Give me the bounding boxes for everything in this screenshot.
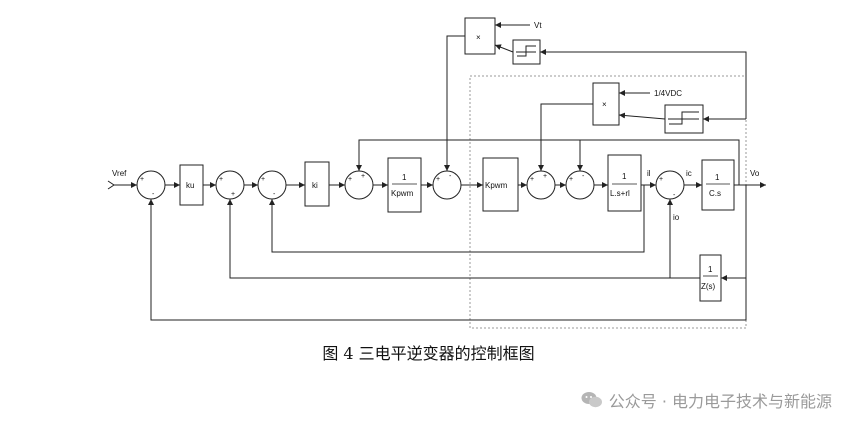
svg-text:+: +: [530, 176, 534, 183]
block-kpwm: Kpwm: [482, 157, 519, 212]
svg-text:×: ×: [602, 100, 607, 109]
svg-text:+: +: [659, 176, 663, 183]
feedback-wires: [148, 49, 747, 321]
svg-text:1: 1: [715, 173, 720, 182]
watermark: 公众号 · 电力电子技术与新能源: [581, 388, 832, 412]
svg-text:-: -: [449, 173, 452, 180]
svg-text:-: -: [582, 173, 585, 180]
svg-text:Kpwm: Kpwm: [391, 189, 414, 198]
svg-text:×: ×: [476, 33, 481, 42]
vo-label: Vo: [750, 169, 760, 178]
multiplier-lower: ×: [592, 82, 620, 126]
svg-text:+: +: [231, 191, 235, 198]
block-ku: ku: [179, 164, 204, 206]
multiplier-upper-out: [444, 35, 465, 171]
block-inductor: 1 L.s+rl: [607, 154, 642, 212]
io-label: io: [673, 213, 680, 222]
svg-text:C.s: C.s: [709, 189, 721, 198]
svg-text:+: +: [436, 176, 440, 183]
block-inverse-kpwm: 1 Kpwm: [387, 157, 422, 213]
svg-text:ki: ki: [312, 181, 318, 190]
svg-text:+: +: [569, 176, 573, 183]
svg-text:+: +: [543, 173, 547, 180]
sum-signs: + - + + + - + + + - + + + - + -: [140, 173, 676, 199]
svg-text:Kpwm: Kpwm: [485, 181, 508, 190]
svg-text:+: +: [348, 176, 352, 183]
sign-block-upper: [512, 39, 541, 65]
vt-label: Vt: [534, 21, 542, 30]
svg-text:ku: ku: [186, 181, 194, 190]
svg-text:Z(s): Z(s): [701, 282, 716, 291]
ic-label: ic: [686, 169, 692, 178]
svg-text:+: +: [219, 176, 223, 183]
multiplier-lower-out: [538, 103, 593, 171]
sign-block-lower: [664, 104, 704, 134]
sum-junctions: [136, 170, 685, 200]
vref-terminal: [107, 180, 115, 190]
figure-caption: 图 4 三电平逆变器的控制框图: [322, 344, 535, 363]
vref-label: Vref: [112, 169, 127, 178]
svg-text:+: +: [140, 176, 144, 183]
quarter-vdc-label: 1/4VDC: [654, 89, 682, 98]
svg-text:-: -: [673, 192, 676, 199]
svg-text:L.s+rl: L.s+rl: [610, 189, 630, 198]
svg-text:-: -: [273, 191, 276, 198]
multiplier-upper: ×: [464, 17, 496, 55]
svg-text:1: 1: [402, 173, 407, 182]
block-ki: ki: [304, 161, 330, 207]
il-label: il: [647, 169, 651, 178]
svg-text:+: +: [361, 173, 365, 180]
svg-text:1: 1: [622, 172, 627, 181]
svg-text:1: 1: [708, 265, 713, 274]
block-load-impedance: 1 Z(s): [699, 254, 722, 302]
svg-text:-: -: [152, 191, 155, 198]
wechat-icon: [581, 392, 602, 408]
watermark-text: 公众号 · 电力电子技术与新能源: [608, 392, 832, 411]
svg-text:+: +: [261, 176, 265, 183]
block-capacitor: 1 C.s: [701, 159, 735, 211]
